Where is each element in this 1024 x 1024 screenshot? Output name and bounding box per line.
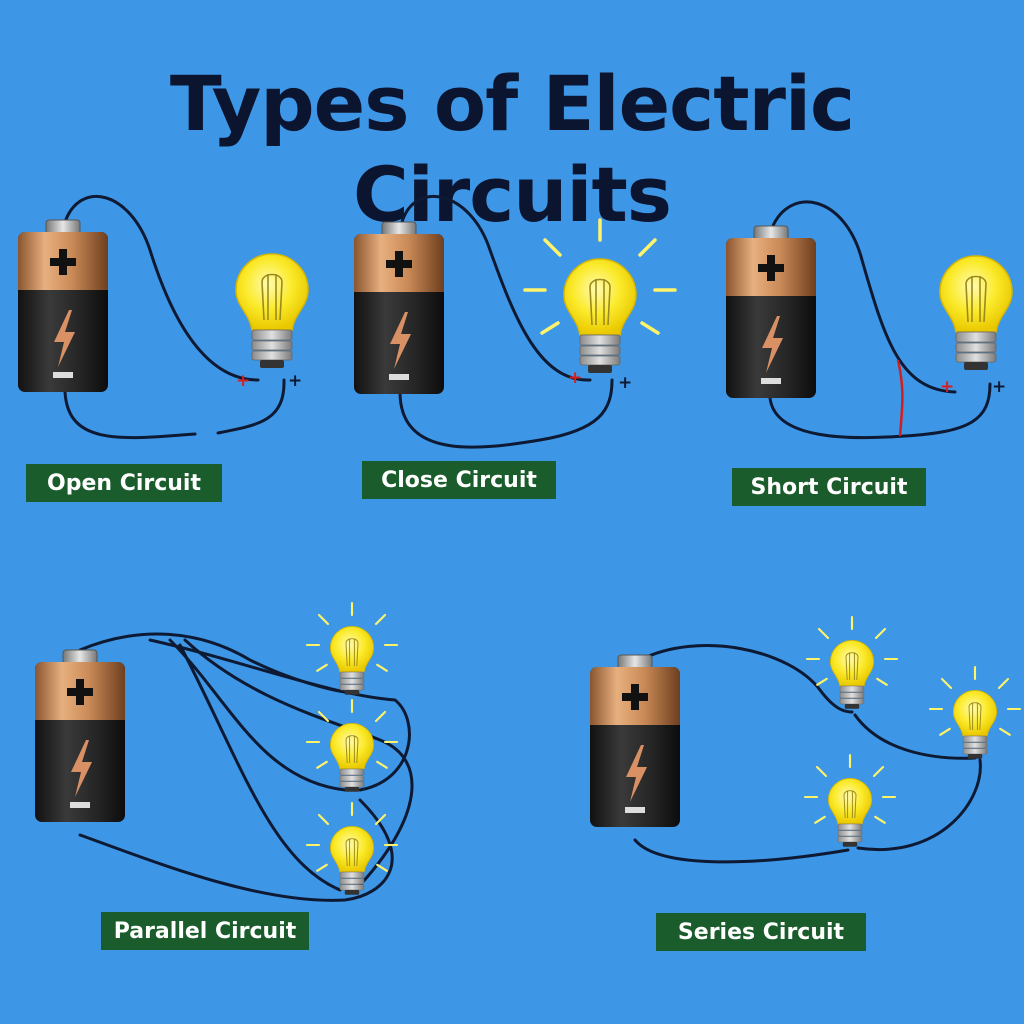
bulb-lit-icon (563, 258, 637, 374)
short-circuit-diagram: + + (725, 200, 1013, 440)
short-wire (896, 359, 904, 437)
positive-terminal-sign: + (288, 371, 302, 391)
close-circuit-diagram: + + (353, 195, 677, 449)
bulb-lit-icon (952, 689, 998, 760)
bulb-lit-icon (827, 777, 873, 848)
short-circuit-label: Short Circuit (732, 468, 926, 506)
bulb-lit-icon (329, 625, 375, 696)
bulb-icon (235, 253, 309, 369)
page-title: Types of Electric Circuits (169, 59, 855, 240)
negative-terminal-sign: + (568, 368, 582, 388)
series-circuit-diagram (589, 615, 1022, 864)
open-circuit-label: Open Circuit (26, 464, 222, 502)
bulb-icon (939, 255, 1013, 371)
bulb-lit-icon (829, 639, 875, 710)
bulb-lit-icon (329, 825, 375, 896)
battery-icon (725, 225, 817, 399)
bulb-lit-icon (329, 722, 375, 793)
positive-terminal-sign: + (618, 373, 632, 393)
parallel-circuit-diagram (34, 601, 414, 902)
open-circuit-diagram: + + (17, 195, 309, 440)
negative-terminal-sign: + (940, 377, 954, 397)
battery-icon (34, 649, 126, 823)
parallel-circuit-label: Parallel Circuit (101, 912, 309, 950)
close-circuit-label: Close Circuit (362, 461, 556, 499)
battery-icon (353, 221, 445, 395)
series-circuit-label: Series Circuit (656, 913, 866, 951)
battery-icon (589, 654, 681, 828)
positive-terminal-sign: + (992, 377, 1006, 397)
negative-terminal-sign: + (236, 371, 250, 391)
battery-icon (17, 219, 109, 393)
